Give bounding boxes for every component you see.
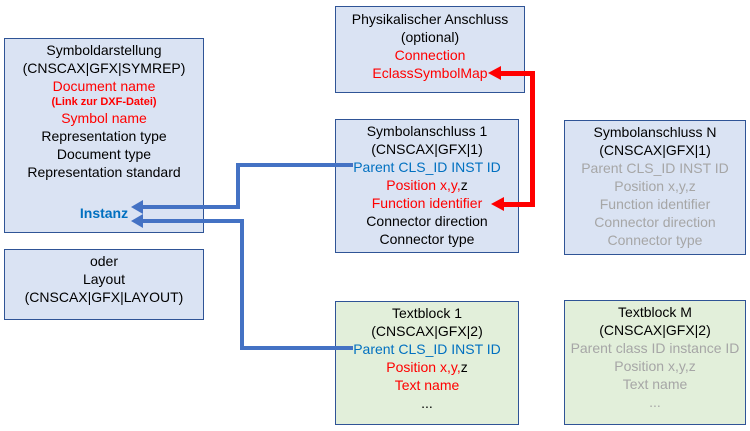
position-xyz-label-t1: Position x,y,z: [336, 358, 518, 376]
box-textblock-m: Textblock M (CNSCAX|GFX|2) Parent class …: [564, 300, 746, 425]
blue-arrowhead-icon-instanz-1: [131, 200, 143, 214]
eclass-symbol-map-label: EclassSymbolMap: [372, 65, 488, 81]
ellipsis-t1: ...: [421, 395, 433, 411]
document-type-label: Document type: [56, 146, 152, 162]
representation-type-label: Representation type: [41, 128, 167, 144]
layout-label: Layout: [82, 271, 126, 287]
blue-arrowhead-icon-instanz-2: [131, 214, 143, 228]
connector-parent2-to-instanz-hsegment-bottom: [240, 346, 353, 350]
layout-subtitle: (CNSCAX|GFX|LAYOUT): [24, 289, 184, 305]
position-xyz-label-n: Position x,y,z: [614, 178, 696, 194]
connector-parent1-to-instanz-hsegment-bottom: [142, 205, 240, 209]
textblock-m-subtitle: (CNSCAX|GFX|2): [599, 322, 711, 338]
box-symbolanschluss-n: Symbolanschluss N (CNSCAX|GFX|1) Parent …: [564, 120, 746, 255]
symbol-name-label: Symbol name: [61, 110, 147, 126]
connection-label: Connection: [394, 47, 466, 63]
function-identifier-label: Function identifier: [371, 195, 483, 211]
symbolanschluss-n-subtitle: (CNSCAX|GFX|1): [599, 142, 711, 158]
position-z-part: z: [460, 177, 468, 193]
symbolanschluss-1-title: Symbolanschluss 1: [366, 123, 488, 139]
parent-cls-id-label-n: Parent CLS_ID INST ID: [581, 160, 729, 176]
parent-cls-id-label-t1: Parent CLS_ID INST ID: [353, 341, 501, 357]
connector-parent2-to-instanz-vsegment: [240, 219, 244, 350]
connector-type-label-n: Connector type: [607, 232, 703, 248]
position-red-part: Position x,y,: [386, 177, 461, 193]
connector-function-to-eclass-hsegment-top: [500, 71, 535, 76]
text-name-label-tm: Text name: [622, 376, 688, 392]
connector-direction-label: Connector direction: [366, 213, 488, 229]
box-oder-layout: oder Layout (CNSCAX|GFX|LAYOUT): [4, 249, 204, 320]
position-xyz-label: Position x,y,z: [336, 176, 518, 194]
dxf-link-label: (Link zur DXF-Datei): [51, 96, 157, 108]
connector-parent1-to-instanz-hsegment-top: [236, 163, 353, 167]
representation-standard-label: Representation standard: [27, 164, 181, 180]
connector-function-to-eclass-vsegment: [530, 73, 535, 207]
symbolanschluss-n-title: Symbolanschluss N: [593, 124, 717, 140]
position-z-part-t1: z: [460, 359, 468, 375]
box-symboldarstellung: Symboldarstellung (CNSCAX|GFX|SYMREP) Do…: [4, 38, 204, 233]
red-arrowhead-icon-function: [491, 197, 504, 211]
box-textblock-1: Textblock 1 (CNSCAX|GFX|2) Parent CLS_ID…: [335, 301, 519, 425]
textblock-m-title: Textblock M: [618, 304, 692, 320]
connector-direction-label-n: Connector direction: [594, 214, 716, 230]
physikalischer-anschluss-title: Physikalischer Anschluss: [351, 11, 509, 27]
symbolanschluss-1-subtitle: (CNSCAX|GFX|1): [371, 141, 483, 157]
optional-label: (optional): [400, 29, 460, 45]
connector-function-to-eclass-hsegment-bottom: [503, 202, 535, 207]
oder-label: oder: [89, 253, 119, 269]
symboldarstellung-title: Symboldarstellung: [46, 42, 162, 58]
instanz-label: Instanz: [79, 205, 129, 221]
position-xyz-label-tm: Position x,y,z: [614, 358, 696, 374]
red-arrowhead-icon-eclass: [488, 66, 501, 80]
document-name-label: Document name: [52, 78, 156, 94]
symboldarstellung-subtitle: (CNSCAX|GFX|SYMREP): [22, 60, 186, 76]
ellipsis-tm: ...: [649, 394, 661, 410]
position-red-part-t1: Position x,y,: [386, 359, 461, 375]
function-identifier-label-n: Function identifier: [599, 196, 711, 212]
box-symbolanschluss-1: Symbolanschluss 1 (CNSCAX|GFX|1) Parent …: [335, 119, 519, 253]
parent-class-id-label-tm: Parent class ID instance ID: [570, 340, 740, 356]
parent-cls-id-label: Parent CLS_ID INST ID: [353, 159, 501, 175]
textblock-1-subtitle: (CNSCAX|GFX|2): [371, 323, 483, 339]
connector-parent1-to-instanz-vsegment: [236, 163, 240, 209]
connector-parent2-to-instanz-hsegment-top: [142, 219, 244, 223]
text-name-label-t1: Text name: [394, 377, 460, 393]
textblock-1-title: Textblock 1: [391, 305, 463, 321]
connector-type-label: Connector type: [379, 231, 475, 247]
